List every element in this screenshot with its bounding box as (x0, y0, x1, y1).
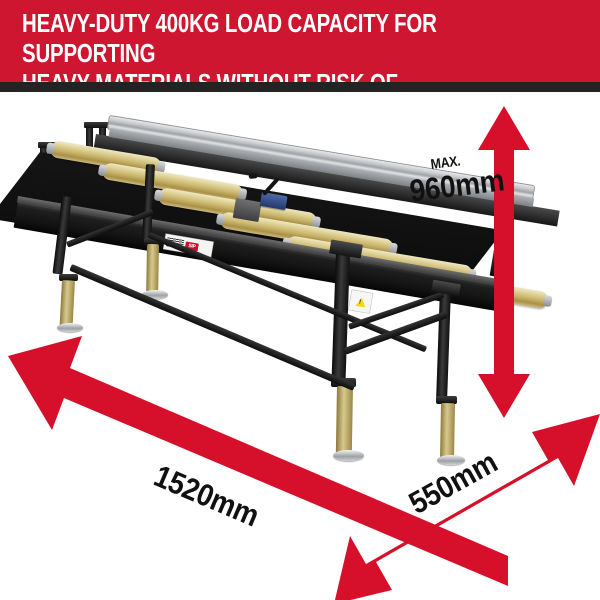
warning-sticker (348, 290, 373, 314)
length-dimension-arrow (8, 336, 508, 586)
clamp-lever-knob (248, 173, 258, 179)
headline-text: HEAVY-DUTY 400KG LOAD CAPACITY FOR SUPPO… (22, 10, 437, 82)
height-dimension-arrow (478, 106, 530, 418)
leg-rear-left-extension (59, 280, 75, 327)
end-bracket-top-plate-b (84, 122, 110, 128)
leg-rear-right-extension (146, 244, 159, 293)
height-dimension-label: MAX. 960mm (406, 147, 516, 208)
product-photo: SIP (0, 92, 600, 600)
leg-front-right-collar (436, 396, 457, 404)
clamp-stop-block (232, 198, 262, 223)
banner-divider-rule (0, 82, 600, 92)
leg-rear-left-foot (57, 323, 83, 332)
width-dimension-arrow (334, 414, 600, 600)
leg-front-left-foot (333, 450, 364, 461)
warning-triangle-icon (355, 296, 367, 307)
leg-rear-right-foot (142, 290, 168, 299)
leg-rear-left-collar (59, 274, 78, 281)
leg-front-right-foot (437, 455, 465, 465)
leg-rear-right-collar (144, 238, 161, 245)
headline-banner: HEAVY-DUTY 400KG LOAD CAPACITY FOR SUPPO… (0, 0, 600, 82)
